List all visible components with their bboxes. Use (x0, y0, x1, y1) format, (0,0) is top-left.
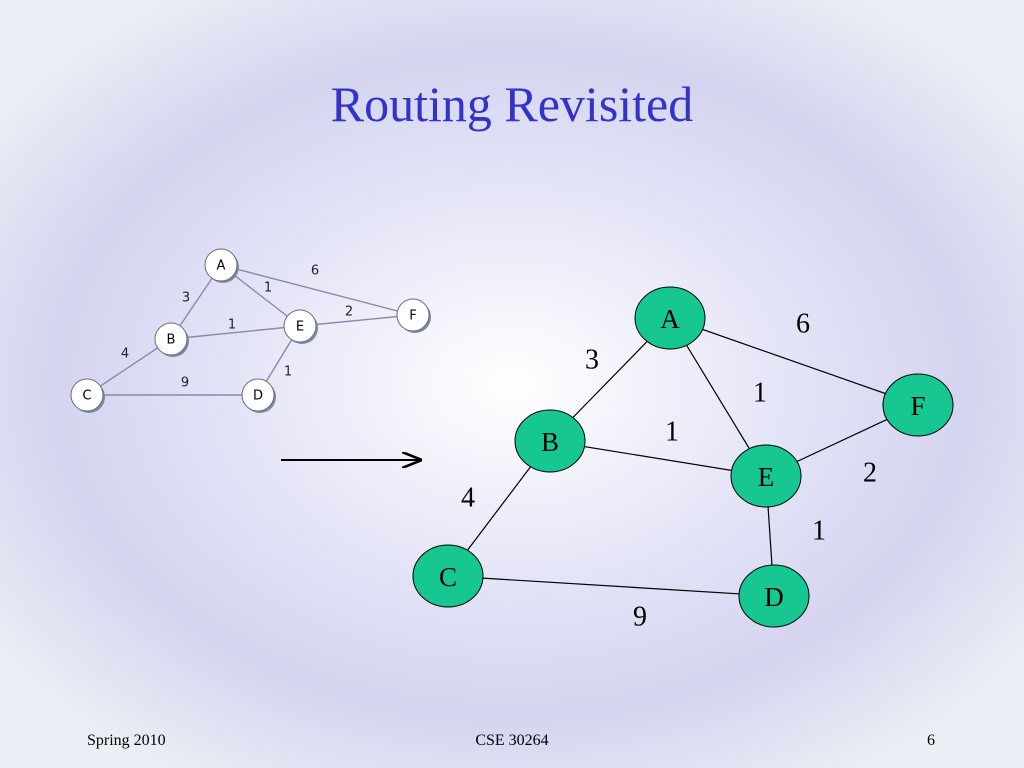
large-edge-a-f (669, 317, 919, 406)
large-edge-weight-b-c: 4 (461, 483, 475, 514)
large-edge-weight-a-f: 6 (796, 309, 810, 340)
footer-page-number: 6 (927, 732, 935, 749)
small-edge-b-e (170, 325, 301, 340)
large-node-label-d: D (764, 582, 784, 612)
large-node-label-a: A (660, 304, 680, 334)
large-edge-weight-b-e: 1 (665, 417, 679, 448)
footer-course: CSE 30264 (475, 732, 549, 749)
large-node-f: F (882, 373, 954, 437)
large-edge-b-e (549, 440, 767, 477)
large-node-label-f: F (910, 391, 925, 421)
large-edge-c-d (447, 575, 775, 597)
small-node-label-a: A (217, 259, 226, 274)
large-node-a: A (634, 286, 706, 350)
large-edge-weight-a-e: 1 (753, 378, 767, 409)
large-node-label-e: E (758, 462, 775, 492)
small-graph: 3 1 6 1 4 2 1 9 A B C D E F (70, 248, 431, 413)
large-node-b: B (514, 409, 586, 473)
small-edge-weight-c-d: 9 (181, 376, 189, 391)
large-node-e: E (730, 444, 802, 508)
small-edge-b-c (86, 338, 172, 396)
small-node-label-b: B (167, 333, 176, 348)
large-node-label-c: C (439, 562, 457, 592)
large-node-c: C (412, 544, 484, 608)
small-edge-weight-a-b: 3 (182, 291, 190, 306)
small-edge-e-f (299, 314, 414, 327)
small-edge-weight-b-c: 4 (121, 347, 129, 362)
small-edge-weight-e-d: 1 (284, 365, 292, 380)
small-edge-weight-a-f: 6 (311, 264, 319, 279)
footer-term: Spring 2010 (87, 732, 166, 749)
small-node-e: E (283, 309, 318, 344)
small-node-label-d: D (253, 389, 263, 404)
small-node-label-f: F (409, 309, 416, 324)
slide-title: Routing Revisited (330, 76, 694, 132)
small-edge-a-f (220, 264, 414, 316)
small-edge-weight-a-e: 1 (264, 281, 272, 296)
large-edge-weight-e-d: 1 (812, 516, 826, 547)
small-node-f: F (396, 298, 431, 333)
small-edge-weight-b-e: 1 (228, 318, 236, 333)
small-node-c: C (70, 378, 105, 413)
small-node-d: D (241, 378, 276, 413)
large-node-label-b: B (541, 427, 559, 457)
small-node-b: B (154, 322, 189, 357)
small-node-label-c: C (82, 389, 91, 404)
large-node-d: D (738, 564, 810, 628)
small-edge-weight-e-f: 2 (345, 305, 353, 320)
small-node-label-e: E (296, 320, 304, 335)
large-graph: 3 1 6 1 4 2 1 9 A B C D E F (412, 286, 954, 633)
large-edge-weight-e-f: 2 (863, 458, 877, 489)
large-edge-weight-c-d: 9 (633, 602, 647, 633)
small-node-a: A (204, 248, 239, 283)
large-edge-weight-a-b: 3 (585, 345, 599, 376)
